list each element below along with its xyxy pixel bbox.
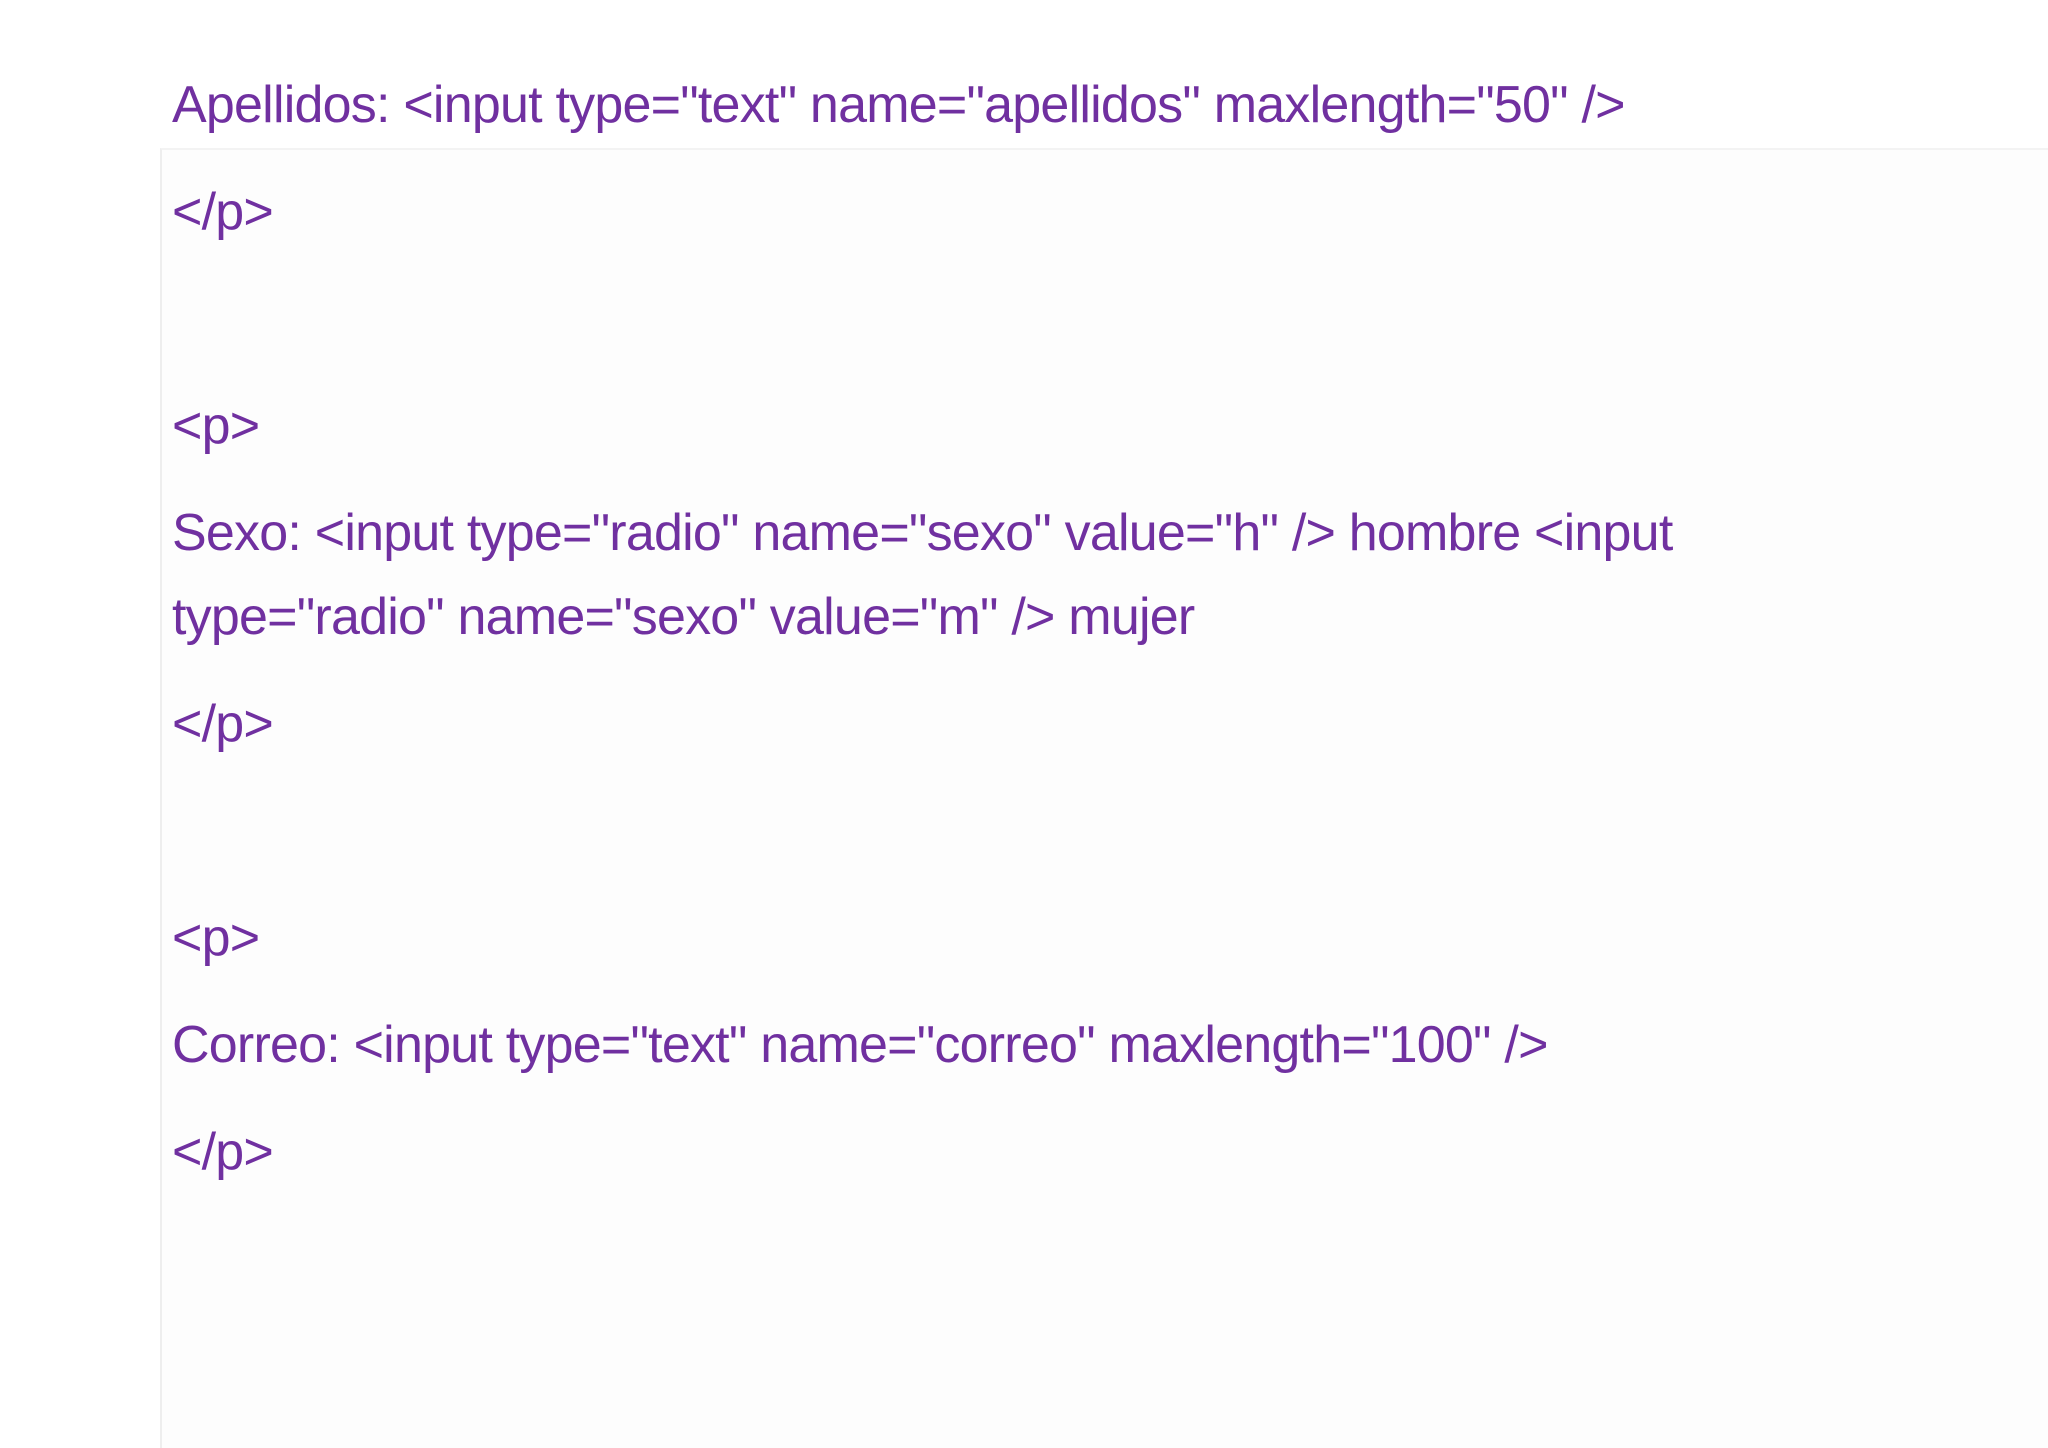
blank-line xyxy=(172,277,1672,361)
page-edge-region xyxy=(160,148,2048,1448)
paragraph: <p> xyxy=(172,384,1672,468)
empty-paragraph xyxy=(172,277,1672,361)
paragraph: </p> xyxy=(172,170,1672,254)
paragraph: Correo: <input type="text" name="correo"… xyxy=(172,1003,1672,1087)
code-line: <p> xyxy=(172,909,260,967)
code-line: </p> xyxy=(172,183,274,241)
paragraph: Apellidos: <input type="text" name="apel… xyxy=(172,63,1672,147)
code-line: type="radio" name="sexo" value="m" /> mu… xyxy=(172,588,1195,646)
document-text: Apellidos: <input type="text" name="apel… xyxy=(172,63,1673,1217)
paragraph: Sexo: <input type="radio" name="sexo" va… xyxy=(172,491,1673,659)
code-line: Correo: <input type="text" name="correo"… xyxy=(172,1016,1548,1074)
paragraph: </p> xyxy=(172,1110,1672,1194)
blank-line xyxy=(172,789,1672,873)
code-line: </p> xyxy=(172,1123,274,1181)
empty-paragraph xyxy=(172,789,1672,873)
code-line: Apellidos: <input type="text" name="apel… xyxy=(172,76,1626,134)
code-line: </p> xyxy=(172,695,274,753)
paragraph: <p> xyxy=(172,896,1672,980)
code-line: <p> xyxy=(172,397,260,455)
code-line: Sexo: <input type="radio" name="sexo" va… xyxy=(172,504,1673,562)
paragraph: </p> xyxy=(172,682,1672,766)
